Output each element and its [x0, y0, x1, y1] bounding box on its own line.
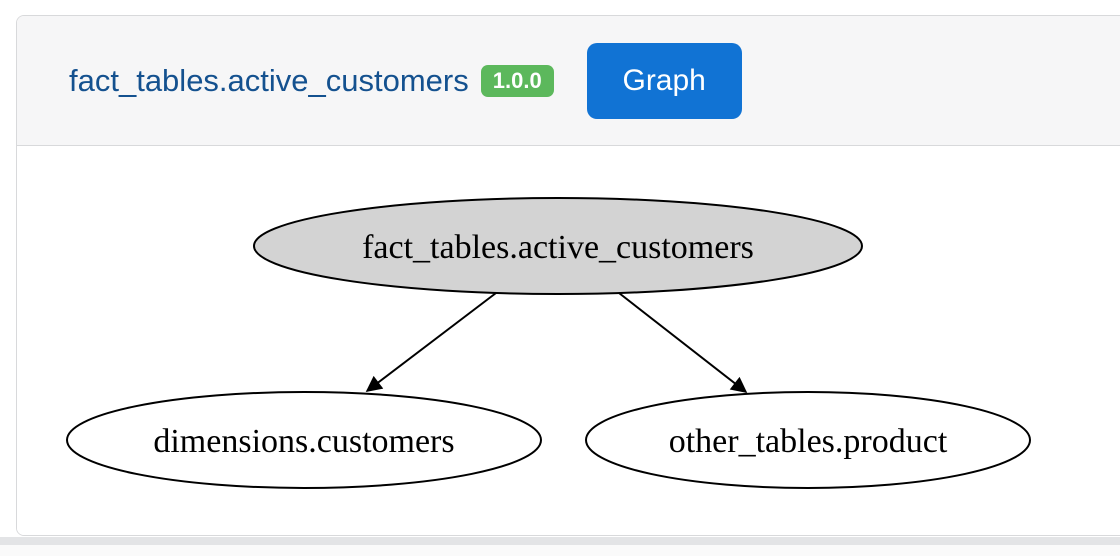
- node-label: other_tables.product: [669, 423, 948, 460]
- page-bottom-pad: [0, 545, 1120, 556]
- model-title: fact_tables.active_customers: [69, 62, 469, 98]
- lineage-graph: fact_tables.active_customers dimensions.…: [66, 197, 1031, 489]
- node-label: dimensions.customers: [153, 423, 454, 460]
- graph-edge-to-dimensions-customers: [365, 292, 497, 392]
- page-bottom-strip: [0, 537, 1120, 545]
- graph-node-fact-tables-active-customers: fact_tables.active_customers: [253, 197, 863, 295]
- card-header: fact_tables.active_customers 1.0.0 Graph: [17, 16, 1120, 146]
- graph-edge-to-other-tables-product: [618, 292, 748, 393]
- lineage-panel: fact_tables.active_customers dimensions.…: [17, 146, 1120, 535]
- edge-arrow-left: [365, 292, 497, 392]
- graph-node-dimensions-customers: dimensions.customers: [66, 391, 542, 489]
- edge-arrow-right: [618, 292, 748, 393]
- node-ellipse-highlighted: [253, 197, 863, 295]
- graph-button[interactable]: Graph: [586, 42, 742, 119]
- node-ellipse: [585, 391, 1031, 489]
- model-card: fact_tables.active_customers 1.0.0 Graph: [16, 15, 1120, 536]
- graph-node-other-tables-product: other_tables.product: [585, 391, 1031, 489]
- node-ellipse: [66, 391, 542, 489]
- version-badge: 1.0.0: [480, 64, 554, 97]
- node-label: fact_tables.active_customers: [362, 229, 754, 266]
